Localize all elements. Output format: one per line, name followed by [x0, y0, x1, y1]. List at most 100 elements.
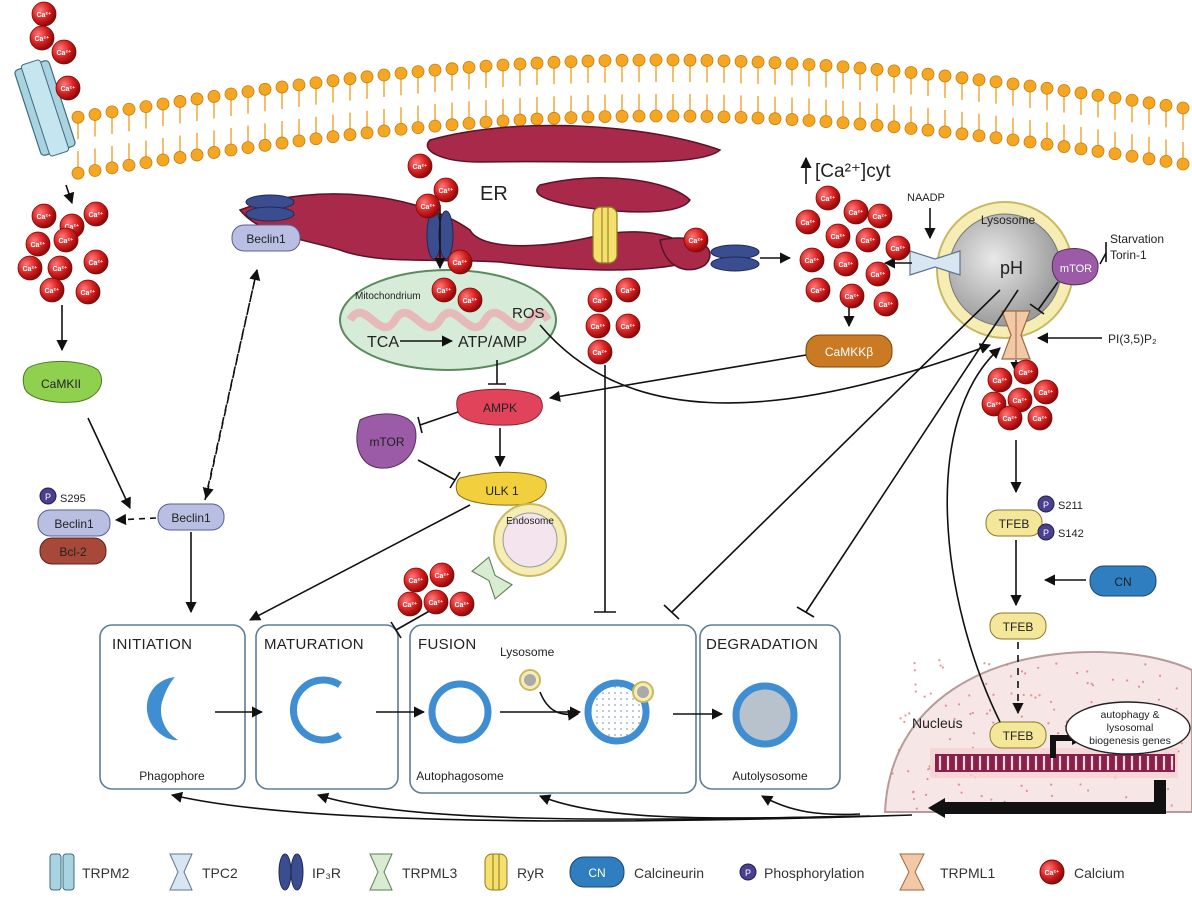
calcium-ion: Ca²⁺ — [867, 203, 893, 229]
calcium-ion-label: Ca²⁺ — [1039, 389, 1054, 397]
calcium-ion-label: Ca²⁺ — [871, 271, 886, 279]
stage-initiation: INITIATION Phagophore — [99, 624, 246, 790]
calcium-ion-label: Ca²⁺ — [839, 261, 854, 269]
calcium-ion-label: Ca²⁺ — [805, 257, 820, 265]
ampk: AMPK — [456, 388, 543, 426]
calcium-ion: Ca²⁺ — [51, 39, 77, 65]
genes-label-1: autophagy & — [1101, 709, 1160, 721]
calcium-ion-label: Ca²⁺ — [845, 293, 860, 301]
tfeb-p-label: TFEB — [999, 517, 1030, 531]
ph-label: pH — [1000, 258, 1023, 278]
calcium-ion-label: Ca²⁺ — [1013, 397, 1028, 405]
calcium-ion-label: Ca²⁺ — [1003, 415, 1018, 423]
tfeb-label: TFEB — [1003, 620, 1034, 634]
mitochondrion: Mitochondrium TCA ATP/AMP ROS — [339, 269, 557, 371]
starvation-label: Starvation — [1110, 232, 1164, 246]
calcium-ion-label: Ca²⁺ — [413, 163, 428, 171]
beclin1-mid-label: Beclin1 — [171, 511, 211, 525]
calcium-ion-label: Ca²⁺ — [849, 209, 864, 217]
calcium-ion-label: Ca²⁺ — [591, 323, 606, 331]
legend-ip3r-label: IP₃R — [312, 865, 341, 881]
legend-ca-text: Ca²⁺ — [1045, 869, 1060, 877]
calcium-ion-label: Ca²⁺ — [689, 237, 704, 245]
legend-calcium: Ca²⁺ Calcium — [1039, 859, 1125, 885]
calcium-ion-label: Ca²⁺ — [53, 265, 68, 273]
calcium-ion-label: Ca²⁺ — [89, 211, 104, 219]
calcium-ion: Ca²⁺ — [683, 227, 709, 253]
calcium-ion: Ca²⁺ — [39, 277, 65, 303]
calcium-ion-label: Ca²⁺ — [821, 195, 836, 203]
calcium-ion-label: Ca²⁺ — [435, 572, 450, 580]
calcium-ion: Ca²⁺ — [873, 291, 899, 317]
torin-label: Torin-1 — [1110, 248, 1147, 262]
calcium-ion: Ca²⁺ — [825, 223, 851, 249]
calcium-ion: Ca²⁺ — [987, 367, 1013, 393]
calcium-ion: Ca²⁺ — [615, 313, 641, 339]
stage-degradation-label: Autolysosome — [732, 769, 808, 783]
calcium-ion: Ca²⁺ — [31, 1, 57, 27]
calcium-ion-label: Ca²⁺ — [35, 35, 50, 43]
nucleus: Nucleus TFEB autophagy & lysosomal bioge… — [883, 650, 1192, 813]
ca-cyt-indicator: [Ca²⁺]cyt — [800, 156, 891, 184]
ip3r-channel-mid — [426, 210, 454, 260]
mtor-cytosol-label: mTOR — [369, 435, 404, 449]
calcium-ion-label: Ca²⁺ — [801, 219, 816, 227]
calcium-ion: Ca²⁺ — [1013, 359, 1039, 385]
calcium-ion: Ca²⁺ — [423, 589, 449, 615]
phospho-s295-p: P — [45, 492, 51, 502]
calcium-ion-label: Ca²⁺ — [621, 323, 636, 331]
stage-fusion-label: Autophagosome — [416, 769, 504, 783]
pi35p2-label: PI(3,5)P₂ — [1108, 332, 1157, 346]
calcium-ion: Ca²⁺ — [29, 25, 55, 51]
legend-p-text: P — [745, 868, 751, 878]
calcium-ion: Ca²⁺ — [997, 405, 1023, 431]
calcium-ion-label: Ca²⁺ — [57, 49, 72, 57]
beclin1-top: Beclin1 — [231, 224, 301, 252]
calcineurin: CN — [1089, 565, 1157, 597]
stage-initiation-title: INITIATION — [112, 636, 192, 653]
calcium-ion-label: Ca²⁺ — [621, 287, 636, 295]
calcium-ion-label: Ca²⁺ — [45, 287, 60, 295]
genes-label-3: biogenesis genes — [1089, 735, 1171, 747]
calcium-ion: Ca²⁺ — [433, 177, 459, 203]
beclin1-mid: Beclin1 — [157, 503, 225, 531]
calcium-ion: Ca²⁺ — [25, 231, 51, 257]
calcium-ion-clusters: Ca²⁺Ca²⁺Ca²⁺Ca²⁺Ca²⁺Ca²⁺Ca²⁺Ca²⁺Ca²⁺Ca²⁺… — [17, 1, 1059, 617]
calcium-ion: Ca²⁺ — [1033, 379, 1059, 405]
s142-label: S142 — [1058, 528, 1084, 540]
legend-trpml3: TRPML3 — [369, 853, 457, 891]
legend-cn-text: CN — [588, 866, 605, 880]
maturation-shape — [289, 676, 342, 744]
calcium-ion: Ca²⁺ — [815, 185, 841, 211]
tca-label: TCA — [367, 334, 399, 351]
calcium-ion: Ca²⁺ — [795, 209, 821, 235]
legend-ryr: RyR — [484, 853, 544, 891]
lysosome-label: Lysosome — [981, 213, 1036, 227]
ros-label: ROS — [512, 305, 545, 322]
stage-maturation-title: MATURATION — [264, 636, 364, 653]
calcium-ion-label: Ca²⁺ — [1033, 415, 1048, 423]
legend-trpml1-label: TRPML1 — [940, 865, 995, 881]
camkii: CaMKII — [22, 360, 103, 403]
calcium-ion-label: Ca²⁺ — [879, 301, 894, 309]
calcium-ion: Ca²⁺ — [839, 283, 865, 309]
stage-maturation: MATURATION — [255, 624, 399, 790]
s211-label: S211 — [1058, 500, 1083, 512]
tfeb-nucleus-label: TFEB — [1003, 729, 1034, 743]
lysosome-main: Lysosome pH — [936, 201, 1074, 339]
phagophore-shape — [146, 677, 178, 741]
atp-amp-label: ATP/AMP — [458, 334, 527, 351]
calcium-ion: Ca²⁺ — [47, 255, 73, 281]
calcium-ion-label: Ca²⁺ — [439, 187, 454, 195]
calcium-ion-label: Ca²⁺ — [1019, 369, 1034, 377]
calcium-ion: Ca²⁺ — [855, 227, 881, 253]
calcium-ion-label: Ca²⁺ — [37, 213, 52, 221]
calcium-ion: Ca²⁺ — [447, 249, 473, 275]
calcium-ion: Ca²⁺ — [397, 591, 423, 617]
calcium-ion-label: Ca²⁺ — [873, 213, 888, 221]
trpml1-channel — [1001, 310, 1031, 360]
calcium-ion-label: Ca²⁺ — [89, 259, 104, 267]
calcium-ion: Ca²⁺ — [1027, 405, 1053, 431]
calcium-ion-label: Ca²⁺ — [891, 245, 906, 253]
